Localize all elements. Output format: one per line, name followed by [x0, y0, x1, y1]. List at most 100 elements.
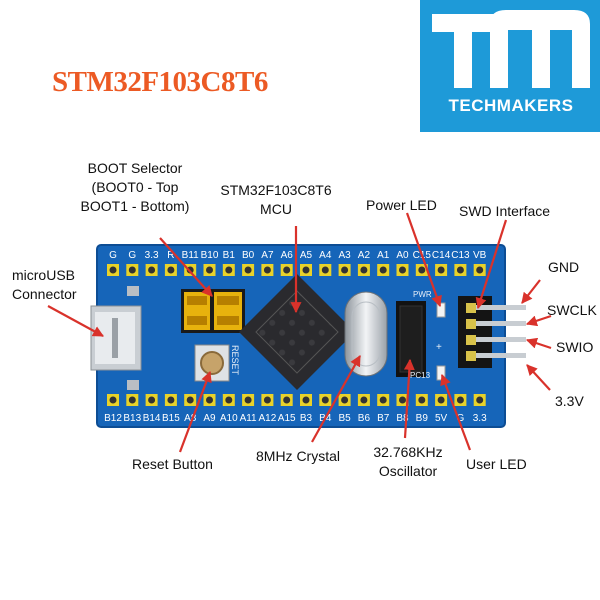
top-pin-label: G — [109, 250, 117, 261]
boot-selector-label: BOOT Selector (BOOT0 - Top BOOT1 - Botto… — [62, 159, 208, 216]
boot-selector-line3: BOOT1 - Bottom) — [80, 198, 190, 214]
bottom-pin-label: A10 — [220, 413, 238, 424]
top-pin-label: A7 — [261, 250, 274, 261]
microusb-line1: microUSB — [12, 267, 76, 283]
arrow-gnd — [521, 279, 541, 304]
top-pin-hole-center — [206, 266, 213, 274]
top-pin-hole-center — [360, 266, 368, 274]
top-pin-hole-center — [167, 266, 175, 274]
top-pin-label: B10 — [201, 250, 219, 261]
top-pin-hole-center — [418, 266, 426, 274]
top-pin-label: B11 — [182, 250, 199, 261]
top-pin-label: A2 — [358, 250, 371, 261]
oscillator-part — [396, 301, 426, 377]
top-pin-label: C14 — [432, 250, 451, 261]
microusb-label: microUSB Connector — [12, 266, 77, 304]
top-pin-label: A4 — [319, 250, 332, 261]
top-pin-label: G — [128, 250, 136, 261]
mcu-chip — [239, 274, 355, 390]
top-pin-hole-center — [321, 266, 329, 274]
top-pin-hole-center — [379, 266, 387, 274]
top-pin-label: B1 — [223, 250, 236, 261]
microusb-line2: Connector — [12, 286, 77, 302]
mcu-label-line1: STM32F103C8T6 — [220, 182, 332, 198]
top-pin-hole-center — [341, 266, 349, 274]
top-pin-label: A1 — [377, 250, 390, 261]
arrow-crystal — [311, 355, 361, 443]
arrow-reset — [178, 370, 212, 453]
bottom-pin-label: A8 — [184, 413, 197, 424]
reset-button-part — [194, 344, 230, 382]
top-pin-hole-center — [225, 266, 233, 274]
bottom-pin-hole-center — [321, 396, 329, 404]
top-pin-label: B0 — [242, 250, 255, 261]
bottom-pin-hole-center — [148, 396, 156, 404]
oscillator-line2: Oscillator — [378, 463, 438, 479]
bottom-pin-label: B13 — [123, 413, 141, 424]
bottom-pin-hole-center — [206, 396, 213, 404]
bottom-pin-hole-center — [128, 396, 136, 404]
gnd-label: GND — [548, 259, 580, 275]
microusb-connector — [90, 286, 142, 390]
bottom-pin-label: B3 — [300, 413, 313, 424]
bottom-pin-hole-center — [341, 396, 349, 404]
bottom-pin-hole-center — [456, 396, 464, 404]
top-pin-label: A6 — [281, 250, 294, 261]
bottom-pin-label: B12 — [104, 413, 122, 424]
power-led-part — [436, 302, 446, 318]
arrow-swd — [475, 219, 508, 310]
bottom-pin-hole-center — [360, 396, 368, 404]
bottom-pin-label: B7 — [377, 413, 390, 424]
brand-text: TECHMAKERS — [448, 96, 574, 115]
bottom-pin-hole-center — [302, 396, 310, 404]
plus-silk: + — [436, 342, 442, 353]
arrow-swio — [525, 337, 552, 350]
top-pin-hole-center — [263, 266, 271, 274]
top-pin-label: A3 — [338, 250, 351, 261]
power-led-label: Power LED — [366, 197, 437, 213]
arrow-boot — [159, 237, 213, 297]
top-pin-hole-center — [128, 266, 136, 274]
top-pin-label: C13 — [451, 250, 470, 261]
swio-label: SWIO — [556, 339, 594, 355]
bottom-pin-hole-center — [418, 396, 426, 404]
top-pin-label: A0 — [396, 250, 409, 261]
bottom-pin-label: 3.3 — [473, 413, 487, 424]
bottom-pin-label: B5 — [338, 413, 351, 424]
arrow-microusb — [47, 305, 104, 337]
top-pin-hole-center — [283, 266, 291, 274]
tm-logo-icon — [420, 0, 600, 132]
arrow-33v — [526, 364, 551, 391]
top-pin-hole-center — [302, 266, 310, 274]
bottom-pin-hole-center — [379, 396, 387, 404]
bottom-pin-label: 5V — [435, 413, 448, 424]
top-pin-hole-center — [109, 266, 117, 274]
top-pin-label: A5 — [300, 250, 313, 261]
bottom-pin-label: B9 — [416, 413, 429, 424]
mcu-label-line2: MCU — [260, 201, 292, 217]
chip-title: STM32F103C8T6 — [52, 66, 268, 98]
bottom-pin-label: A12 — [259, 413, 277, 424]
bottom-pin-label: B8 — [396, 413, 409, 424]
boot-selector-line1: BOOT Selector — [87, 160, 183, 176]
v33-label: 3.3V — [555, 393, 584, 409]
bottom-pin-hole-center — [263, 396, 271, 404]
bottom-pin-hole-center — [186, 396, 194, 404]
mcu-label: STM32F103C8T6 MCU — [218, 181, 334, 219]
bottom-pin-hole-center — [225, 396, 233, 404]
bottom-pin-hole-center — [109, 396, 117, 404]
boot-jumper — [181, 289, 245, 333]
top-pin-hole-center — [148, 266, 156, 274]
top-pin-label: R — [167, 250, 174, 261]
top-pin-hole-center — [456, 266, 464, 274]
swd-interface-label: SWD Interface — [459, 203, 551, 219]
bottom-pin-label: A11 — [240, 413, 257, 424]
oscillator-label: 32.768KHz Oscillator — [360, 443, 456, 481]
bottom-pin-hole-center — [476, 396, 484, 404]
bottom-pin-label: B15 — [162, 413, 180, 424]
bottom-pin-hole-center — [283, 396, 291, 404]
top-pin-label: 3.3 — [145, 250, 159, 261]
bottom-pin-label: B14 — [143, 413, 161, 424]
